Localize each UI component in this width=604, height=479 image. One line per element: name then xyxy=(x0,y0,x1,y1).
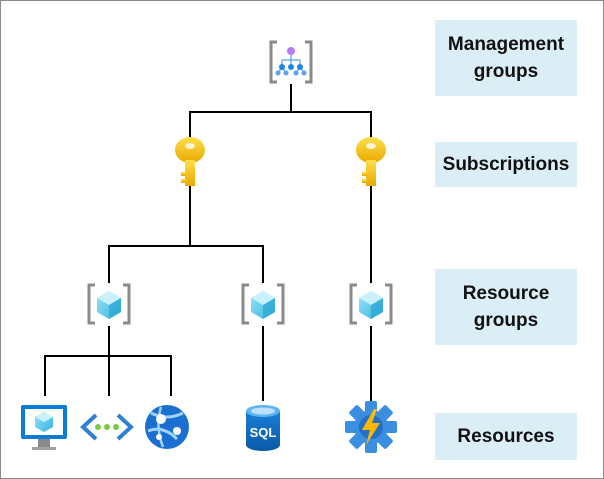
sql-database-icon: SQL xyxy=(246,405,280,451)
connector-lines xyxy=(44,84,372,401)
level-label-resource-groups: Resource groups xyxy=(435,269,577,345)
virtual-machine-icon xyxy=(21,405,67,450)
sql-label: SQL xyxy=(250,425,277,440)
level-label-management-groups: Management groups xyxy=(435,20,577,96)
subscription-key-icon xyxy=(356,137,386,186)
management-group-icon xyxy=(269,40,313,84)
resource-group-icon xyxy=(89,285,129,323)
level-label-resources: Resources xyxy=(435,413,577,460)
level-label-subscriptions: Subscriptions xyxy=(435,142,577,187)
resource-group-icon xyxy=(243,285,283,323)
function-app-icon xyxy=(345,401,397,453)
virtual-network-icon xyxy=(80,413,134,441)
resource-group-icon xyxy=(351,285,391,323)
subscription-key-icon xyxy=(175,137,205,186)
web-app-icon xyxy=(145,405,189,449)
